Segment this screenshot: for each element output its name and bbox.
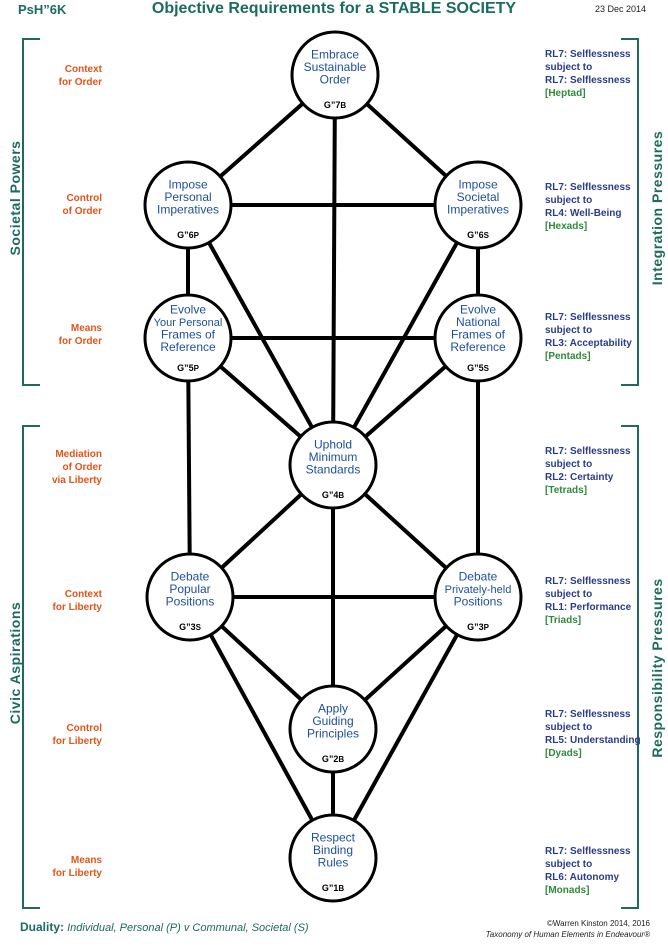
node-code: G”5P — [177, 363, 200, 373]
right-label-pentads: RL7: Selflessness subject to RL3: Accept… — [545, 312, 632, 362]
copyright-block: ©Warren Kinston 2014, 2016 Taxonomy of H… — [486, 918, 650, 940]
node-label-line: Rules — [318, 856, 349, 870]
node-label-line: Impose — [458, 178, 498, 192]
node-label-line: Reference — [160, 340, 216, 354]
node-code: G”3P — [467, 622, 490, 632]
node-label-line: Binding — [313, 843, 353, 857]
node-label-line: Reference — [450, 340, 506, 354]
right-label-heptad: RL7: Selflessness subject to RL7: Selfle… — [545, 49, 631, 99]
node-circle — [145, 552, 235, 642]
node-label-line: Societal — [457, 190, 500, 204]
right-label-triads: RL7: Selflessness subject to RL1: Perfor… — [545, 576, 632, 626]
edge-g3p-g1b — [331, 595, 480, 860]
node-label-line: Personal — [164, 190, 211, 204]
right-label-dyads: RL7: Selflessness subject to RL5: Unders… — [545, 709, 641, 759]
left-bracket-bottom — [22, 425, 40, 909]
document-date: 23 Dec 2014 — [594, 4, 646, 14]
node-circle — [433, 552, 523, 642]
node-code: G”3S — [179, 622, 202, 632]
node-label-line: Positions — [454, 595, 503, 609]
node-label-line: Debate — [171, 570, 210, 584]
duality-text: Individual, Personal (P) v Communal, Soc… — [67, 922, 309, 934]
node-label-line: Impose — [168, 178, 208, 192]
duality-note: Duality: Individual, Personal (P) v Comm… — [20, 920, 309, 934]
right-label-hexads: RL7: Selflessness subject to RL4: Well-B… — [545, 182, 631, 232]
node-label-line: Debate — [459, 570, 498, 584]
node-code: G”1B — [322, 883, 345, 893]
node-label-line: Evolve — [460, 302, 496, 316]
edge-g7b-g4b — [331, 73, 337, 467]
node-circle — [290, 30, 380, 120]
right-bracket-bottom — [621, 425, 639, 909]
node-label-line: Respect — [311, 831, 356, 845]
left-label-means-liberty: Means for Liberty — [52, 855, 102, 879]
left-label-context-liberty: Context for Liberty — [52, 589, 102, 613]
node-code: G”6S — [467, 230, 490, 240]
right-label-tetrads: RL7: Selflessness subject to RL2: Certai… — [545, 446, 631, 496]
node-label-line: National — [456, 315, 500, 329]
node-code: G”5S — [467, 363, 490, 373]
copyright: ©Warren Kinston 2014, 2016 — [547, 919, 650, 928]
left-bracket-top — [22, 38, 40, 386]
node-code: G”4B — [322, 490, 345, 500]
node-label-line: Positions — [166, 595, 215, 609]
node-label-line: Frames of — [451, 327, 506, 341]
node-circle — [433, 160, 523, 250]
right-bracket-top — [621, 38, 639, 386]
node-label-line: Uphold — [314, 438, 352, 452]
node-label-line: Sustainable — [304, 60, 367, 74]
left-label-mediation: Mediation of Order via Liberty — [51, 449, 102, 486]
node-circle — [288, 420, 378, 510]
duality-label: Duality: — [20, 920, 65, 934]
edge-g6p-g4b — [186, 203, 335, 467]
node-label-line: Guiding — [312, 714, 353, 728]
node-label-line: Imperatives — [447, 203, 509, 217]
node-label-line: Frames of — [161, 327, 216, 341]
node-label-line: Evolve — [170, 302, 206, 316]
node-label-line: Principles — [307, 727, 359, 741]
node-circle — [288, 813, 378, 903]
node-label-line: Standards — [306, 463, 361, 477]
left-label-control-liberty: Control for Liberty — [52, 723, 102, 747]
node-label-line: Imperatives — [157, 203, 219, 217]
node-label-line: Popular — [169, 582, 210, 596]
left-label-context-order: Context for Order — [58, 64, 102, 88]
edge-g6s-g4b — [331, 203, 480, 467]
node-circle — [143, 160, 233, 250]
node-label-line: Minimum — [309, 450, 358, 464]
node-label-line: Apply — [318, 702, 348, 716]
right-label-monads: RL7: Selflessness subject to RL6: Autono… — [545, 846, 631, 896]
taxonomy-note: Taxonomy of Human Elements in Endeavour® — [485, 930, 650, 939]
node-label-line: Order — [320, 73, 351, 87]
node-code: G”6P — [177, 230, 200, 240]
node-label-line: Privately-held — [445, 584, 512, 596]
left-label-control-order: Control of Order — [62, 193, 102, 217]
document-code: PsH”6K — [18, 2, 67, 17]
page-title: Objective Requirements for a STABLE SOCI… — [151, 0, 517, 17]
node-circle — [433, 293, 523, 383]
node-circle — [288, 684, 378, 774]
node-code: G”7B — [324, 100, 347, 110]
node-label-line: Your Personal — [154, 317, 223, 329]
left-label-means-order: Means for Order — [58, 323, 102, 347]
node-circle — [143, 293, 233, 383]
node-label-line: Embrace — [311, 48, 359, 62]
edge-g3s-g1b — [188, 595, 335, 860]
node-code: G”2B — [322, 754, 345, 764]
